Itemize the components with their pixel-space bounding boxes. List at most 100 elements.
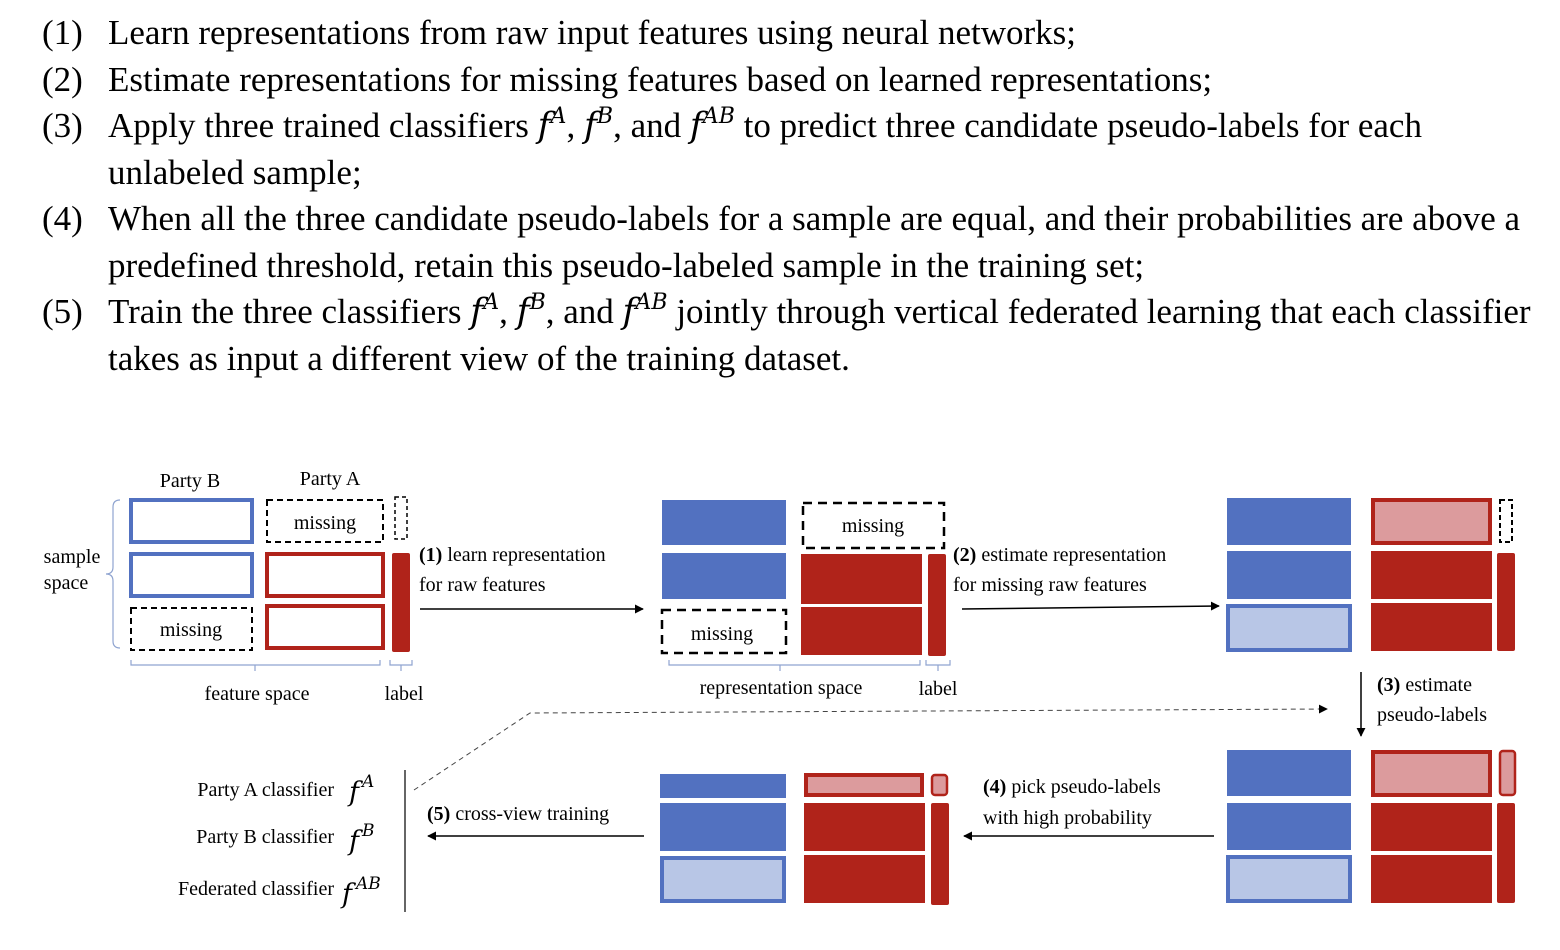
party-b-heading: Party B [160, 470, 221, 492]
arrow-2-label-line2: for missing raw features [953, 574, 1147, 596]
step-text: Train the three classifiers fA, fB, and … [108, 290, 1531, 378]
arrow-2-line [961, 601, 1220, 611]
label-column [931, 803, 949, 905]
step-text: When all the three candidate pseudo-labe… [108, 199, 1521, 285]
step-text: Learn representations from raw input fea… [108, 13, 1077, 52]
party-b-rep-row-1 [662, 500, 786, 545]
step-5: (5) Train the three classifiers fA, fB, … [42, 289, 1557, 382]
party-a-rep-row-2 [801, 554, 922, 604]
arrow-3-label: (3) estimate [1377, 674, 1472, 696]
party-a-raw-row-3 [265, 604, 385, 650]
missing-label: missing [691, 623, 753, 645]
feature-space-brace [130, 660, 381, 671]
party-b-raw-row-2 [129, 552, 254, 598]
feature-space-label: feature space [205, 683, 310, 705]
party-a-raw-row-2 [265, 552, 385, 598]
step-number: (5) [42, 292, 83, 331]
arrow-5-label: (5) cross-view training [427, 803, 609, 825]
sample-space-label-line2: space [44, 572, 89, 594]
arrow-step-2: (2) estimate representation for missing … [953, 544, 1220, 611]
party-b-classifier-label: Party B classifier [196, 826, 334, 848]
party-a-estimated-row [804, 773, 924, 797]
panel-pseudo-labeled [1226, 749, 1517, 903]
pseudo-label-cell [1498, 749, 1517, 797]
party-a-rep-row-2 [1371, 803, 1492, 851]
missing-label: missing [160, 619, 222, 641]
party-a-rep-missing [801, 501, 946, 550]
label-column [1497, 553, 1515, 651]
label-column [1497, 803, 1515, 903]
label-caption: label [919, 678, 958, 700]
panel-raw-features: Party B Party A sample space missing mis… [44, 468, 424, 705]
missing-label-cell [394, 496, 408, 540]
step-number: (4) [42, 199, 83, 238]
missing-label: missing [842, 515, 904, 537]
party-b-estimated-row [1226, 604, 1352, 652]
step-1: (1) Learn representations from raw input… [42, 10, 1557, 57]
missing-label: missing [294, 512, 356, 534]
party-b-rep-row-2 [1227, 803, 1351, 850]
party-b-missing-row [130, 607, 253, 651]
party-b-raw-row-1 [129, 498, 254, 544]
party-a-missing-row [266, 499, 384, 543]
arrow-3-label-line2: pseudo-labels [1377, 704, 1487, 726]
step-text: Estimate representations for missing fea… [108, 59, 1213, 99]
arrow-4-label-line2: with high probability [983, 807, 1152, 829]
arrow-step-4: (4) pick pseudo-labels with high probabi… [963, 776, 1214, 841]
panel-estimated-representations [1226, 498, 1515, 652]
party-a-rep-row-3 [801, 607, 922, 655]
step-2: (2) Estimate representations for missing… [42, 57, 1557, 104]
label-brace [389, 660, 413, 671]
missing-label-cell [1499, 499, 1513, 543]
party-b-rep-row-2 [662, 553, 786, 599]
party-b-rep-row-1 [660, 774, 786, 798]
arrow-step-3: (3) estimate pseudo-labels [1356, 672, 1487, 737]
party-a-rep-row-3 [804, 855, 925, 903]
party-a-rep-row-3 [1371, 855, 1492, 903]
label-brace [925, 660, 951, 671]
party-b-estimated-row [1226, 855, 1352, 903]
step-list: (1) Learn representations from raw input… [42, 10, 1557, 382]
party-b-rep-missing [660, 608, 788, 655]
party-b-rep-row-2 [1227, 551, 1351, 599]
party-b-rep-row-1 [1227, 750, 1351, 796]
representation-space-brace [668, 660, 921, 671]
party-b-rep-row-2 [660, 803, 786, 851]
party-a-rep-row-2 [804, 803, 925, 851]
federated-classifier-label: Federated classifier [178, 878, 334, 900]
arrow-4-label: (4) pick pseudo-labels [983, 776, 1161, 798]
arrow-step-1: (1) learn representation for raw feature… [419, 544, 644, 614]
party-a-estimated-row [1371, 498, 1492, 545]
step-text: Apply three trained classifiers fA, fB, … [108, 104, 1422, 192]
label-column [392, 553, 410, 652]
step-4: (4) When all the three candidate pseudo-… [42, 196, 1557, 289]
classifier-feedback-dashed-arrow [413, 704, 1328, 791]
arrow-step-5: (5) cross-view training [427, 803, 644, 841]
party-a-classifier-label: Party A classifier [197, 779, 334, 801]
party-a-heading: Party A [300, 468, 361, 490]
step-number: (1) [42, 13, 83, 52]
panel-training-set [660, 773, 949, 905]
party-a-rep-row-3 [1371, 603, 1492, 651]
step-number: (2) [42, 59, 83, 99]
sample-space-label-line1: sample [44, 546, 101, 568]
party-a-rep-row-2 [1371, 551, 1492, 599]
panel-representations: missing missing representation space lab… [660, 500, 958, 700]
party-a-estimated-row [1371, 750, 1492, 797]
party-b-rep-row-1 [1227, 498, 1351, 545]
label-column [928, 554, 946, 656]
step-3: (3) Apply three trained classifiers fA, … [42, 103, 1557, 196]
arrow-1-label: (1) learn representation [419, 544, 606, 566]
arrow-2-label: (2) estimate representation [953, 544, 1166, 566]
representation-space-label: representation space [700, 677, 863, 699]
label-caption: label [385, 683, 424, 705]
sample-space-brace [105, 499, 121, 649]
party-b-estimated-row [660, 856, 786, 903]
pseudo-label-cell [930, 773, 949, 797]
arrow-1-label-line2: for raw features [419, 574, 546, 596]
